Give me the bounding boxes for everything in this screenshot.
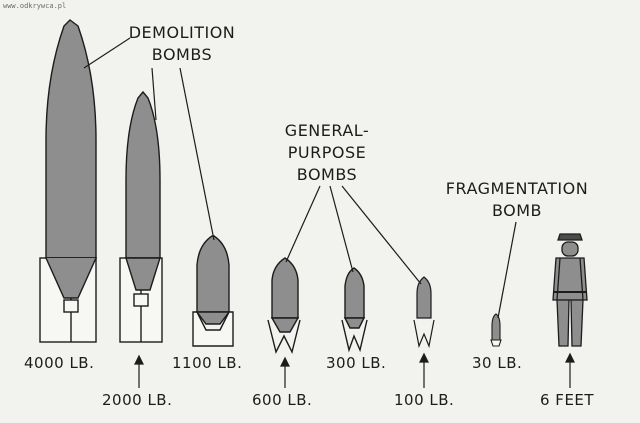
- leader-lines: [83, 37, 517, 319]
- fragmentation-bomb-title: FRAGMENTATION BOMB: [432, 178, 602, 222]
- general-purpose-title-line-2: PURPOSE: [287, 143, 367, 162]
- bomb-100-lb: [413, 276, 435, 349]
- label-6-feet: 6 FEET: [540, 391, 595, 409]
- label-1100-lb: 1100 LB.: [172, 354, 243, 372]
- label-100-lb: 100 LB.: [394, 391, 455, 409]
- demolition-title-line-2: BOMBS: [151, 45, 213, 64]
- watermark: www.odkrywca.pl: [3, 2, 67, 10]
- bomb-1100-lb: [192, 235, 234, 347]
- fragmentation-title-line-2: BOMB: [491, 201, 543, 220]
- general-purpose-title-line-3: BOMBS: [296, 165, 358, 184]
- fragmentation-title-line-1: FRAGMENTATION: [445, 179, 589, 198]
- bomb-2000-lb: [119, 90, 163, 343]
- label-600-lb: 600 LB.: [252, 391, 313, 409]
- bomb-30-lb: [490, 313, 502, 347]
- arrows: [134, 352, 575, 388]
- general-purpose-title-line-1: GENERAL-: [284, 121, 370, 140]
- bomb-300-lb: [341, 267, 368, 353]
- demolition-title-line-1: DEMOLITION: [128, 23, 236, 42]
- general-purpose-bombs-title: GENERAL- PURPOSE BOMBS: [272, 120, 382, 186]
- bomb-4000-lb: [39, 19, 98, 343]
- bomb-600-lb: [267, 257, 301, 355]
- demolition-bombs-title: DEMOLITION BOMBS: [122, 22, 242, 66]
- label-4000-lb: 4000 LB.: [24, 354, 95, 372]
- label-2000-lb: 2000 LB.: [102, 391, 173, 409]
- label-300-lb: 300 LB.: [326, 354, 387, 372]
- man-silhouette: [552, 233, 588, 347]
- label-30-lb: 30 LB.: [472, 354, 523, 372]
